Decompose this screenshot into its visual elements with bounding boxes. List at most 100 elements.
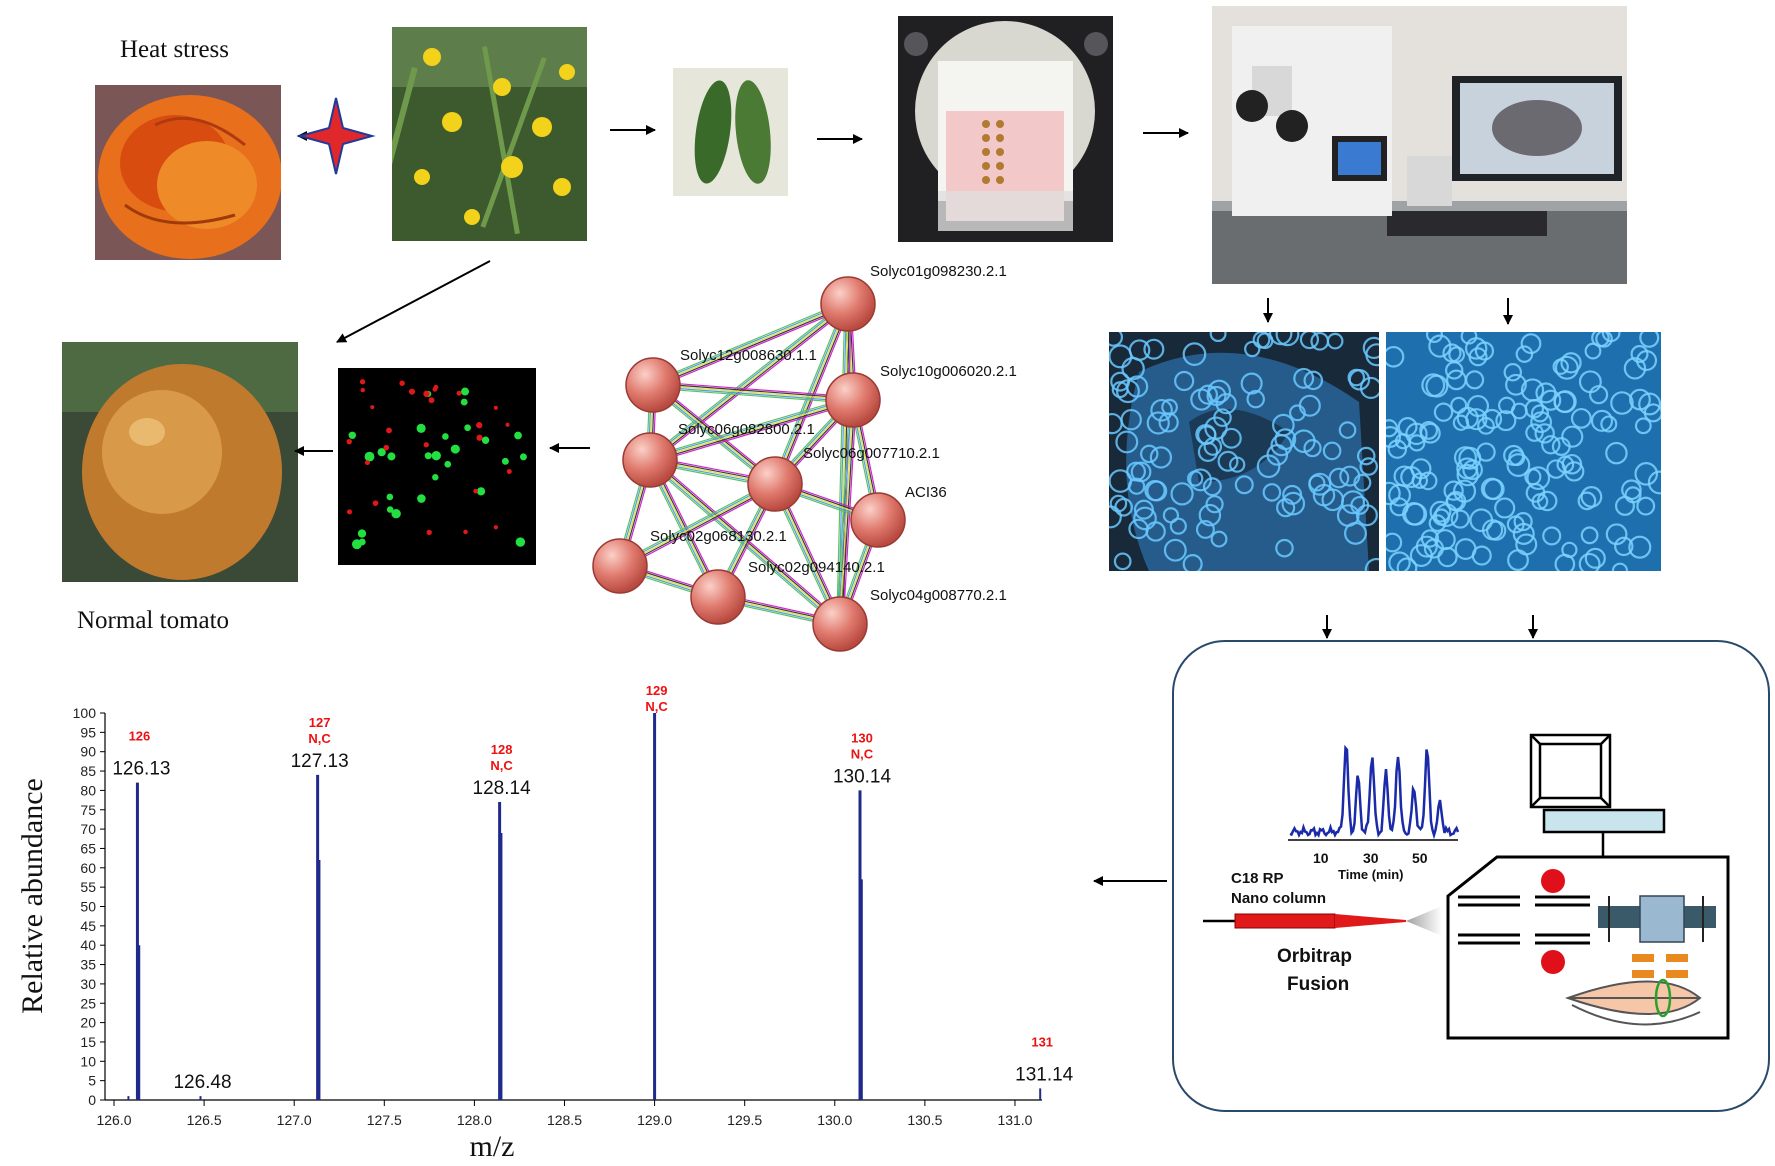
- normal-tomato-label: Normal tomato: [77, 607, 230, 634]
- heat-stress-label: Heat stress: [120, 36, 229, 63]
- peak-mz-label: 130.14: [833, 766, 892, 787]
- y-tick-label: 60: [80, 860, 96, 876]
- y-tick-label: 75: [80, 802, 96, 818]
- arrow-flower-to-normal-tomato: [336, 260, 491, 343]
- chromatogram: 10 30 50 Time (min): [1288, 744, 1460, 882]
- x-tick-label: 128.0: [457, 1112, 492, 1128]
- x-axis-label: m/z: [470, 1130, 515, 1163]
- slide-photo: [898, 16, 1113, 242]
- x-tick-label: 126.0: [96, 1112, 131, 1128]
- heat-stressed-tomato-image: [95, 85, 281, 260]
- y-tick-label: 25: [80, 995, 96, 1011]
- instrument-label-line1: Orbitrap: [1277, 946, 1352, 967]
- tomato-flowers-photo: [392, 27, 587, 241]
- peak-tag-line2: N,C: [490, 758, 513, 773]
- peak-tag: 126: [129, 729, 151, 744]
- quadrupole: [1598, 895, 1716, 943]
- network-edge: [618, 480, 777, 570]
- network-node: [850, 492, 906, 548]
- instrument-label-line2: Fusion: [1287, 974, 1349, 995]
- column-label-line2: Nano column: [1231, 890, 1326, 907]
- x-tick-label: 127.5: [367, 1112, 402, 1128]
- network-node: [690, 569, 746, 625]
- heat-stressed-tomato-photo: [95, 85, 281, 260]
- x-tick-label: 131.0: [997, 1112, 1032, 1128]
- x-tick-label: 130.5: [907, 1112, 942, 1128]
- computer-icon: [1529, 733, 1666, 857]
- y-tick-label: 50: [80, 899, 96, 915]
- network-node-label: Solyc12g008630.1.1: [680, 347, 817, 364]
- peak-tag: 130: [851, 730, 873, 745]
- network-edge: [652, 381, 854, 404]
- peak-tag-line2: N,C: [645, 699, 668, 714]
- nano-column: [1203, 906, 1442, 936]
- pollen-viability-image: [338, 368, 536, 565]
- peak-mz-label: 126.48: [173, 1072, 231, 1093]
- y-tick-label: 90: [80, 744, 96, 760]
- x-tick-label: 130.0: [817, 1112, 852, 1128]
- peak-tag: 128: [491, 742, 513, 757]
- y-axis-label: Relative abundance: [16, 778, 49, 1014]
- peak-tag-line2: N,C: [851, 746, 874, 761]
- y-tick-label: 35: [80, 957, 96, 973]
- network-node-label: Solyc06g082800.2.1: [678, 421, 815, 438]
- y-tick-label: 100: [73, 705, 97, 721]
- fluorescence-micrograph-1: [1109, 332, 1379, 571]
- chromatogram-xlabel: Time (min): [1338, 867, 1404, 882]
- ion-optics: [1458, 895, 1590, 945]
- network-edge: [651, 300, 850, 389]
- network-node-label: Solyc06g007710.2.1: [803, 445, 940, 462]
- y-tick-label: 40: [80, 937, 96, 953]
- orbitrap-instrument-outline: [1446, 855, 1730, 1040]
- tomato-flowers-image: [392, 27, 587, 241]
- x-tick-label: 127.0: [277, 1112, 312, 1128]
- network-node: [592, 538, 648, 594]
- network-node-label: Solyc02g068130.2.1: [650, 528, 787, 545]
- ion-source-dot-top: [1541, 869, 1565, 893]
- chromatogram-tick-10: 10: [1313, 850, 1329, 866]
- network-node: [812, 596, 868, 652]
- y-tick-label: 95: [80, 724, 96, 740]
- peak-mz-label: 131.14: [1015, 1064, 1074, 1085]
- network-edge: [647, 301, 851, 463]
- network-node: [820, 276, 876, 332]
- network-node-label: Solyc02g094140.2.1: [748, 559, 885, 576]
- ion-source-dot-bottom: [1541, 950, 1565, 974]
- column-label-line1: C18 RP: [1231, 870, 1284, 887]
- y-tick-label: 5: [88, 1073, 96, 1089]
- y-tick-label: 65: [80, 840, 96, 856]
- y-tick-label: 15: [80, 1034, 96, 1050]
- pollen-viability-photo: [338, 368, 536, 565]
- normal-tomato-photo: [62, 342, 298, 582]
- network-node: [625, 357, 681, 413]
- orbitrap-analyzer: [1564, 978, 1702, 1026]
- microscope-lab-image: [1212, 6, 1627, 284]
- protein-interaction-network: Solyc01g098230.2.1Solyc12g008630.1.1Soly…: [592, 263, 1017, 652]
- peak-tag-line2: N,C: [308, 731, 331, 746]
- chromatogram-trace: [1289, 744, 1460, 840]
- fluorescence-micrograph-2-image: [1386, 332, 1661, 571]
- fluorescence-micrograph-1-image: [1109, 332, 1379, 571]
- peak-mz-label: 126.13: [112, 759, 170, 780]
- chromatogram-tick-50: 50: [1412, 850, 1428, 866]
- y-tick-label: 45: [80, 918, 96, 934]
- y-tick-label: 85: [80, 763, 96, 779]
- x-tick-label: 129.0: [637, 1112, 672, 1128]
- collision-cell-plates: [1632, 954, 1688, 978]
- anthers-image: [673, 68, 788, 196]
- network-node: [622, 432, 678, 488]
- peak-tag: 129: [646, 683, 668, 698]
- ms-instrument-panel: 10 30 50 Time (min): [1172, 640, 1770, 1112]
- anthers-photo: [673, 68, 788, 196]
- reporter-ion-spectrum: Relative abundance m/z 05101520253035404…: [16, 683, 1074, 1163]
- x-tick-label: 129.5: [727, 1112, 762, 1128]
- network-node-label: ACI36: [905, 484, 947, 501]
- y-tick-label: 30: [80, 976, 96, 992]
- peak-mz-label: 127.13: [291, 751, 349, 772]
- peak-tag: 131: [1031, 1034, 1053, 1049]
- y-tick-label: 55: [80, 879, 96, 895]
- network-edge: [648, 396, 855, 464]
- y-tick-label: 0: [88, 1092, 96, 1108]
- peak-mz-label: 128.14: [473, 778, 532, 799]
- normal-tomato-image: [62, 342, 298, 582]
